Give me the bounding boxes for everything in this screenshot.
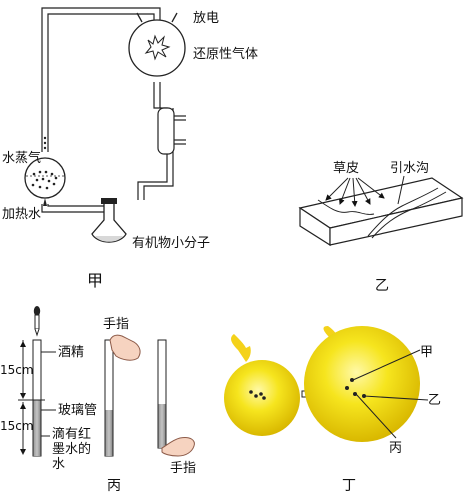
hand-icon-top bbox=[109, 334, 141, 361]
label-alcohol: 酒精 bbox=[58, 345, 84, 360]
label-heat-water: 加热水 bbox=[2, 207, 41, 222]
leader-lines bbox=[352, 349, 429, 439]
label-15cm-top: 15cm bbox=[0, 363, 34, 377]
label-discharge: 放电 bbox=[193, 11, 219, 26]
label-organic-molecules: 有机物小分子 bbox=[132, 236, 210, 251]
label-point-bing: 丙 bbox=[389, 441, 402, 456]
boiling-flask bbox=[24, 136, 66, 206]
label-water-vapor: 水蒸气 bbox=[2, 150, 41, 166]
caption-panel-b: 乙 bbox=[375, 278, 389, 294]
discharge-flask bbox=[128, 12, 186, 77]
spark-icon bbox=[144, 34, 171, 61]
hand-icon-bottom bbox=[161, 437, 195, 457]
label-ink-line2: 墨水的 bbox=[52, 441, 91, 457]
collection-flask bbox=[91, 198, 127, 243]
label-point-yi: 乙 bbox=[428, 393, 441, 408]
label-15cm-bottom: 15cm bbox=[0, 419, 34, 433]
turf-arrows bbox=[325, 177, 385, 207]
condenser bbox=[157, 107, 186, 155]
apparatus-tubing bbox=[41, 7, 174, 213]
label-reducing-gas: 还原性气体 bbox=[193, 46, 258, 62]
label-finger-top: 手指 bbox=[103, 317, 129, 332]
ditch-line bbox=[367, 187, 439, 237]
caption-panel-c: 丙 bbox=[107, 478, 121, 494]
panel-b-turf-block: 草皮 引水沟 乙 bbox=[298, 161, 464, 294]
dimension-arrows bbox=[18, 340, 45, 455]
block-side bbox=[329, 197, 463, 246]
tube-2 bbox=[104, 339, 114, 457]
tube-1 bbox=[32, 339, 42, 457]
label-glass-tube: 玻璃管 bbox=[58, 403, 97, 418]
tube-3 bbox=[157, 339, 167, 449]
turf-edge bbox=[317, 199, 375, 215]
label-finger-bottom: 手指 bbox=[170, 461, 196, 476]
panel-d-balloons: 甲 乙 丙 丁 bbox=[224, 326, 441, 494]
caption-panel-d: 丁 bbox=[342, 478, 356, 494]
caption-panel-a: 甲 bbox=[87, 271, 103, 290]
label-ink-line1: 滴有红 bbox=[52, 426, 91, 442]
dropper bbox=[33, 306, 41, 337]
balloon-large bbox=[304, 326, 420, 442]
panel-c-tube-experiment: 手指 酒精 15cm 玻璃管 15cm 滴有红 墨水的 水 手指 丙 bbox=[0, 306, 196, 494]
label-turf: 草皮 bbox=[333, 161, 359, 176]
label-point-jia: 甲 bbox=[420, 345, 433, 360]
label-ink-line3: 水 bbox=[52, 457, 65, 472]
panel-a-miller-apparatus: 放电 还原性气体 水蒸气 加热水 有机物小分子 甲 bbox=[2, 7, 258, 290]
label-ditch: 引水沟 bbox=[390, 161, 429, 176]
balloon-small bbox=[224, 334, 300, 436]
